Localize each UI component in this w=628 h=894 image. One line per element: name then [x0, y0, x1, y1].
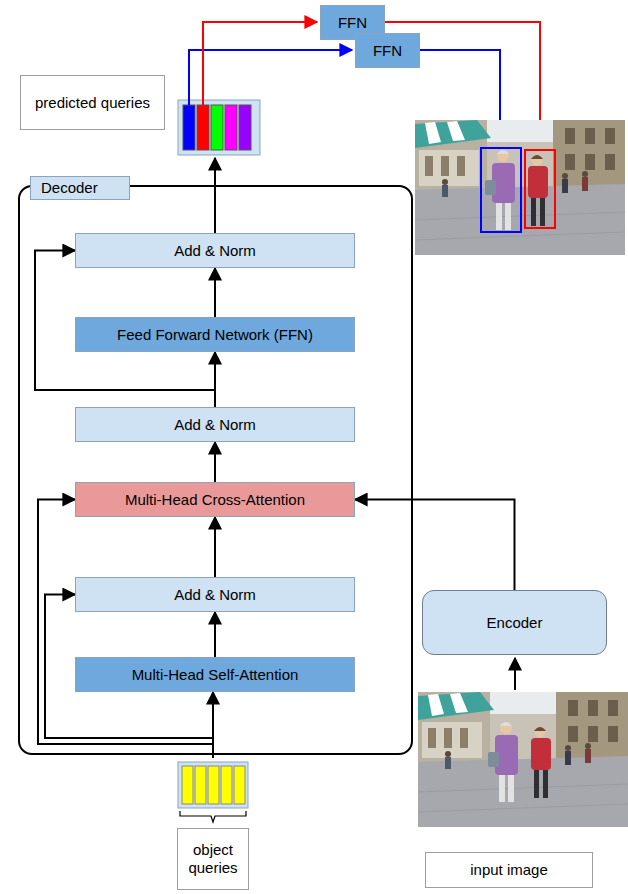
norm-box: Add & Norm [75, 233, 355, 268]
box-label: Multi-Head Cross-Attention [121, 491, 309, 509]
query-input: object queries [170, 758, 256, 892]
box-label: Feed Forward Network (FFN) [113, 326, 317, 344]
ffn-box: Feed Forward Network (FFN) [75, 317, 355, 352]
block-heading: Decoder [30, 176, 130, 200]
object-query-strip [178, 762, 248, 808]
bracket [180, 811, 246, 822]
input-photo [418, 692, 628, 827]
ffn-head-box: FFN [355, 33, 420, 68]
image-arrow [514, 658, 516, 690]
output-photo [415, 120, 625, 255]
predicted-query-strip [178, 100, 260, 155]
flow-arrow [214, 517, 216, 577]
box-label: Add & Norm [170, 586, 260, 604]
norm-box: Add & Norm [75, 407, 355, 442]
box-label: Add & Norm [170, 416, 260, 434]
flow-arrow [38, 500, 213, 759]
norm-box: Add & Norm [75, 577, 355, 612]
caption-box: predicted queries [20, 75, 165, 130]
caption-box: input image [425, 852, 593, 888]
flow-arrow [214, 612, 216, 657]
self-attention-box: Multi-Head Self-Attention [75, 657, 355, 692]
box-label: object queries [177, 828, 249, 890]
decoder-block: DecoderAdd & NormFeed Forward Network (F… [18, 185, 413, 755]
box-label: Multi-Head Self-Attention [128, 666, 303, 684]
box-label: FFN [369, 42, 406, 60]
box-label: predicted queries [31, 94, 154, 112]
box-label: input image [466, 861, 552, 879]
cross-attention-box: Multi-Head Cross-Attention [75, 482, 355, 517]
blue-query-line [189, 50, 352, 105]
red-query-line [203, 22, 317, 105]
box-label: Add & Norm [170, 242, 260, 260]
flow-arrow [355, 500, 515, 591]
box-label: FFN [334, 14, 371, 32]
flow-arrow [214, 442, 216, 482]
output-arrow [214, 158, 216, 233]
box-label: Encoder [483, 614, 547, 632]
flow-arrow [214, 268, 216, 317]
encoder-box: Encoder [422, 590, 607, 655]
